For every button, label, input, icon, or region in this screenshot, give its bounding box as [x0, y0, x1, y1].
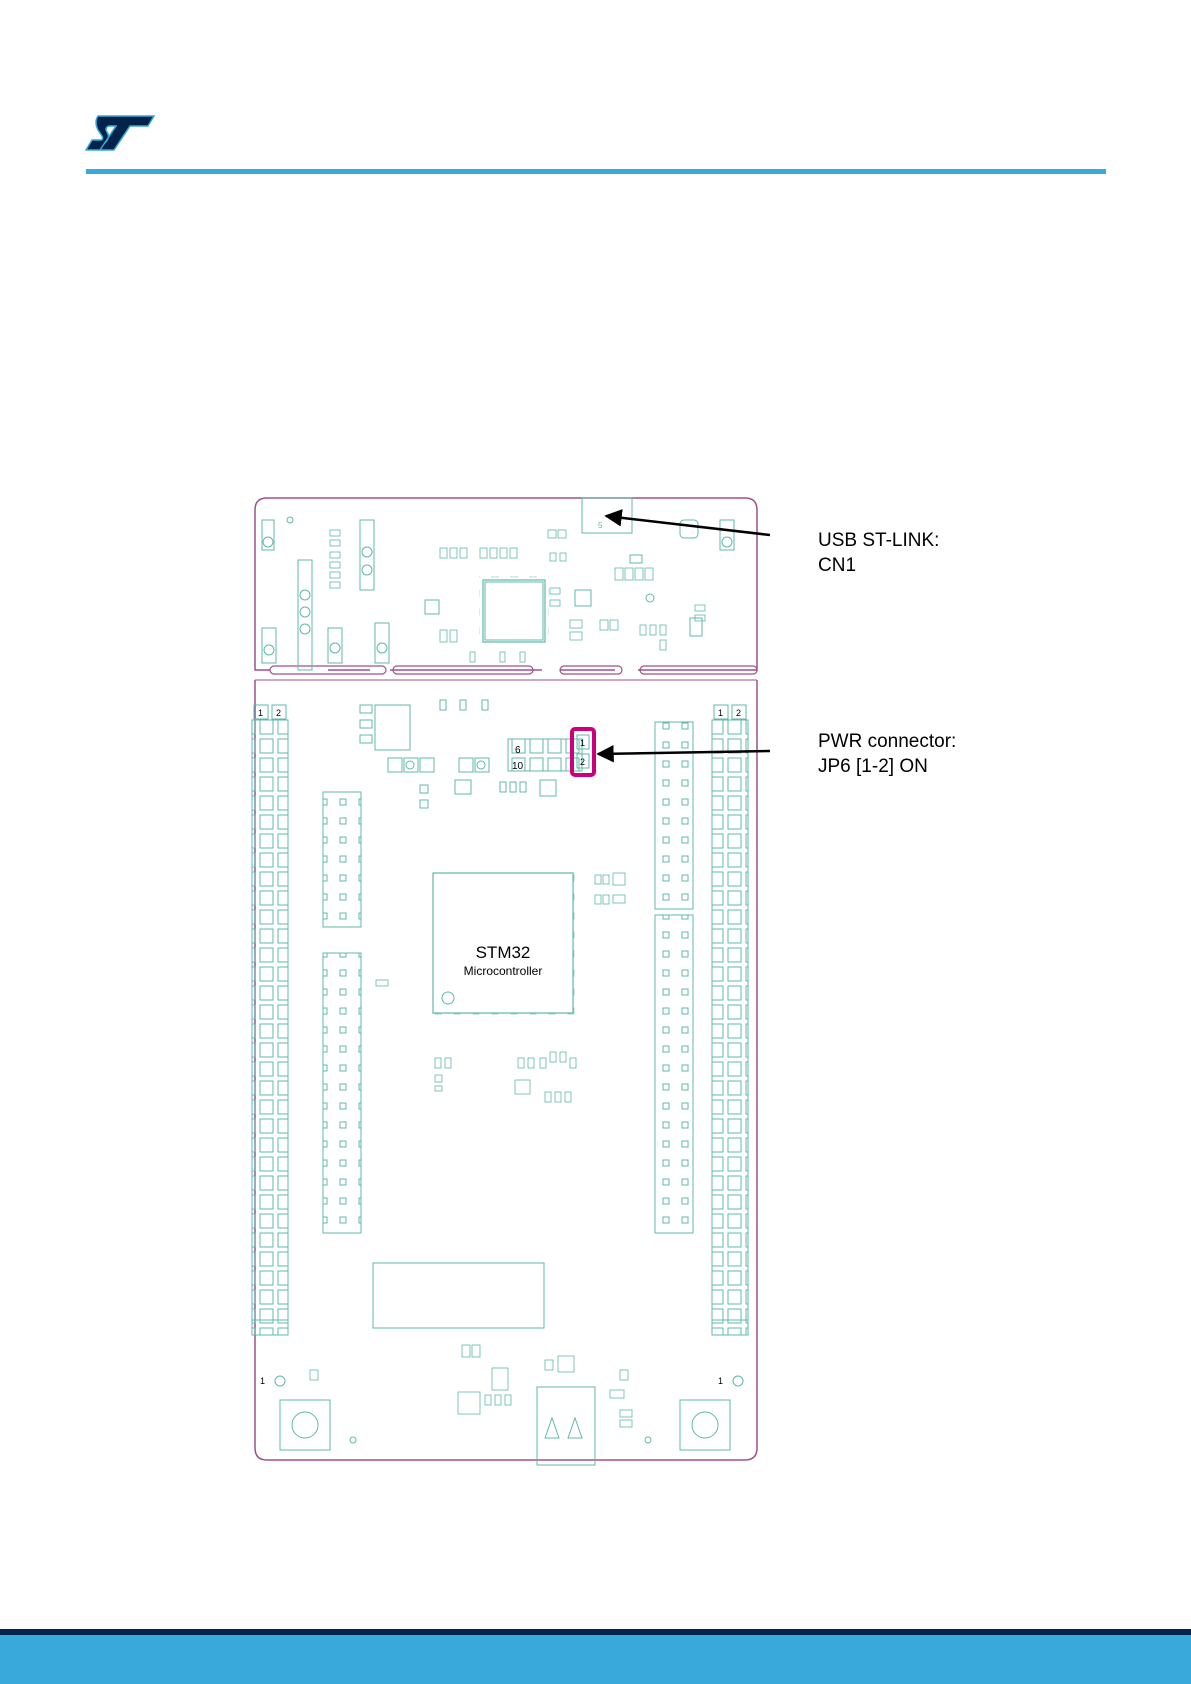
right-morpho-header: [712, 720, 748, 1320]
reset-button: [680, 1400, 730, 1450]
inner-header-left-bottom: [323, 953, 361, 1233]
callout-pwr-connector: PWR connector: JP6 [1-2] ON: [818, 729, 956, 779]
inner-header-right-bottom: [655, 915, 693, 1233]
callout-line: JP6 [1-2] ON: [818, 754, 956, 779]
inner-header-left-top: [323, 792, 361, 927]
left-morpho-header: [252, 720, 288, 1320]
pin-label: 1: [260, 1376, 265, 1386]
jp6-pin-label: 1: [580, 738, 585, 748]
pin-label: 2: [736, 708, 741, 718]
pin-label: 6: [515, 745, 521, 756]
callout-line: CN1: [818, 553, 939, 578]
pin-label: 1: [718, 708, 723, 718]
header-rule: [86, 169, 1106, 174]
callout-line: USB ST-LINK:: [818, 528, 939, 553]
callout-usb-stlink: USB ST-LINK: CN1: [818, 528, 939, 578]
inner-header-right-top: [655, 722, 693, 909]
callout-line: PWR connector:: [818, 729, 956, 754]
pin-label: 1: [718, 1376, 723, 1386]
usb-user-connector: [537, 1387, 595, 1465]
arrow-usb-stlink: [606, 516, 770, 535]
mcu-title: STM32: [476, 943, 531, 962]
st-logo-icon: [84, 112, 156, 152]
board-diagram: 5: [240, 490, 770, 1470]
footer-band: [0, 1635, 1191, 1684]
user-button: [280, 1400, 330, 1450]
pin-label: 1: [258, 708, 263, 718]
mcu-subtitle: Microcontroller: [464, 964, 543, 978]
component-block: [373, 1263, 544, 1328]
pin-label: 2: [276, 708, 281, 718]
svg-text:5: 5: [598, 521, 603, 530]
pin-label: 10: [512, 761, 524, 772]
jp6-pin-label: 2: [580, 757, 585, 767]
